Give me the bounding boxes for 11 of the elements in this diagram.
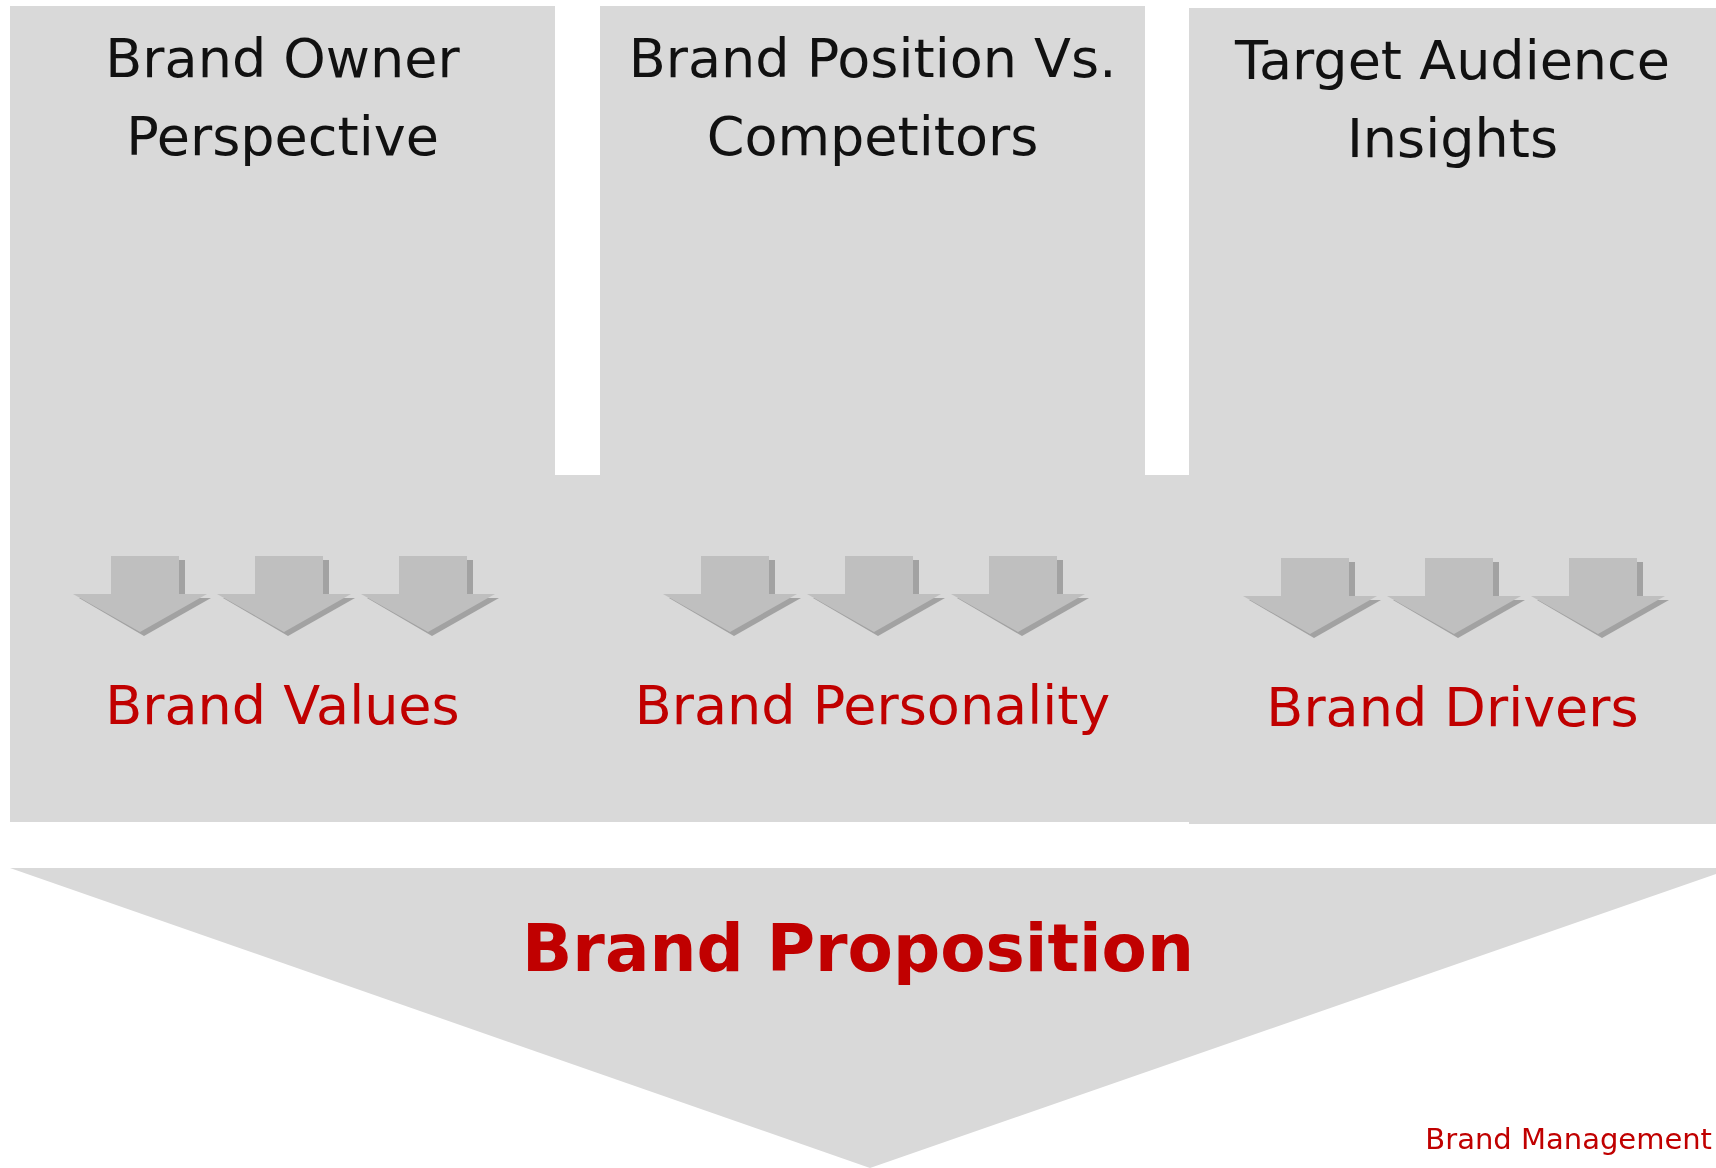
proposition-label: Brand Proposition: [521, 910, 1195, 987]
column-panel: [1189, 8, 1716, 824]
column-heading: Target Audience Insights: [1233, 28, 1671, 172]
footer-label: Brand Management: [1425, 1122, 1712, 1156]
outcome-label: Brand Drivers: [1265, 676, 1640, 739]
column-heading: Brand Position Vs. Competitors: [627, 26, 1118, 170]
column-heading: Brand Owner Perspective: [104, 26, 461, 170]
column-panel: [10, 6, 555, 822]
outcome-label: Brand Personality: [633, 674, 1112, 737]
outcome-label: Brand Values: [104, 674, 461, 737]
column-panel: [600, 6, 1145, 822]
